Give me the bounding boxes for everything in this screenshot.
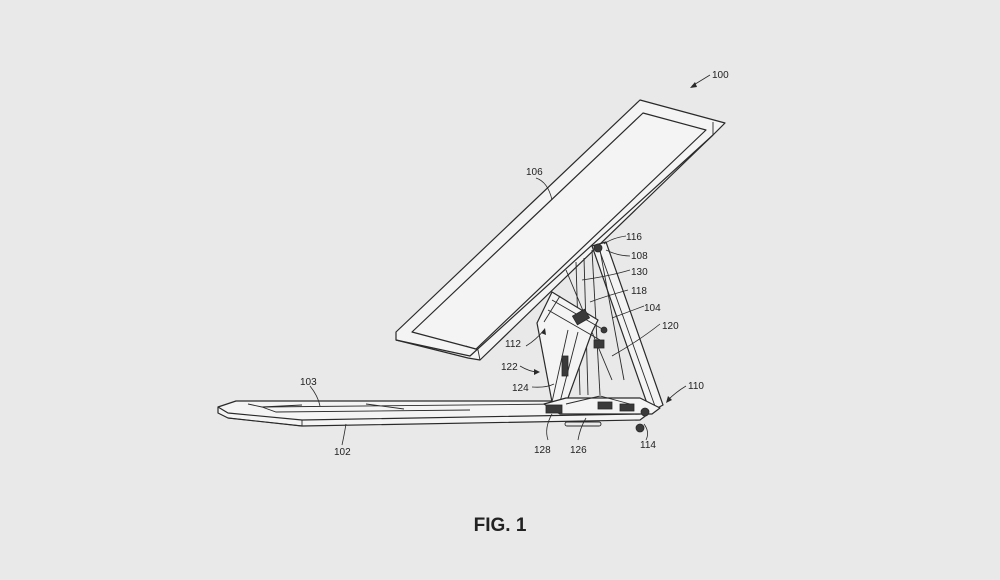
ref-126: 126 [570, 445, 587, 456]
ref-112: 112 [505, 339, 521, 350]
figure-caption: FIG. 1 [474, 515, 527, 536]
ref-104: 104 [644, 303, 661, 314]
ref-106: 106 [526, 167, 543, 178]
ref-122: 122 [501, 362, 518, 373]
ref-130: 130 [631, 267, 648, 278]
support-linkage [536, 241, 664, 433]
ref-110: 110 [688, 381, 704, 392]
base-slot [564, 421, 602, 427]
leader-lines [309, 74, 711, 446]
ref-116: 116 [626, 232, 642, 243]
ref-120: 120 [662, 321, 679, 332]
ref-108: 108 [631, 251, 648, 262]
ref-128: 128 [534, 445, 551, 456]
input-device-area [247, 403, 561, 413]
ref-118: 118 [631, 286, 647, 297]
ref-114: 114 [640, 440, 656, 451]
ref-100: 100 [712, 70, 729, 81]
ref-102: 102 [334, 447, 351, 458]
ref-124: 124 [512, 383, 529, 394]
base-member [217, 400, 649, 427]
ref-103: 103 [300, 377, 317, 388]
